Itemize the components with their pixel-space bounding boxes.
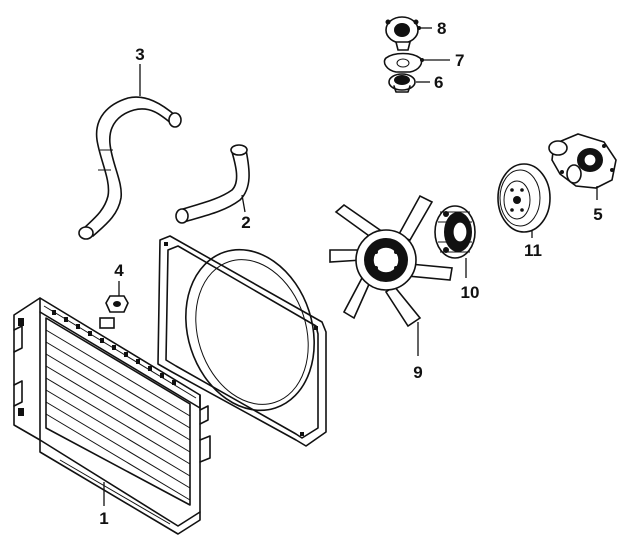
callout-7-label: 7 [455, 51, 464, 70]
callout-2: 2 [241, 194, 251, 232]
callout-6-label: 6 [434, 73, 443, 92]
callout-10-label: 10 [461, 283, 480, 302]
water-pump-pulley[interactable] [497, 163, 551, 233]
callout-1: 1 [99, 482, 109, 528]
fan-shroud[interactable] [157, 233, 334, 447]
upper-radiator-hose[interactable] [78, 96, 182, 240]
callout-3: 3 [135, 45, 145, 96]
callout-6: 6 [416, 73, 443, 92]
fan-blade[interactable] [329, 194, 453, 328]
thermostat-housing[interactable] [385, 16, 419, 51]
callout-11-label: 11 [524, 241, 542, 260]
callout-5-label: 5 [593, 205, 602, 224]
callout-8: 8 [417, 19, 446, 38]
thermostat[interactable] [388, 73, 416, 93]
callout-4-label: 4 [114, 261, 124, 280]
thermostat-gasket[interactable] [383, 52, 423, 73]
callout-2-label: 2 [241, 213, 250, 232]
radiator-cap[interactable] [105, 295, 129, 313]
callout-3-label: 3 [135, 45, 144, 64]
water-pump[interactable] [548, 133, 617, 189]
callout-7: 7 [420, 51, 464, 70]
callout-10: 10 [461, 258, 480, 302]
fan-clutch[interactable] [434, 205, 476, 259]
callout-11: 11 [524, 230, 542, 260]
lower-radiator-hose[interactable] [175, 144, 250, 224]
callout-4: 4 [114, 261, 124, 296]
callout-9: 9 [413, 322, 423, 382]
radiator[interactable] [13, 297, 211, 535]
callout-9-label: 9 [413, 363, 422, 382]
callout-5: 5 [593, 186, 603, 224]
callout-1-label: 1 [99, 509, 108, 528]
callout-8-label: 8 [437, 19, 446, 38]
